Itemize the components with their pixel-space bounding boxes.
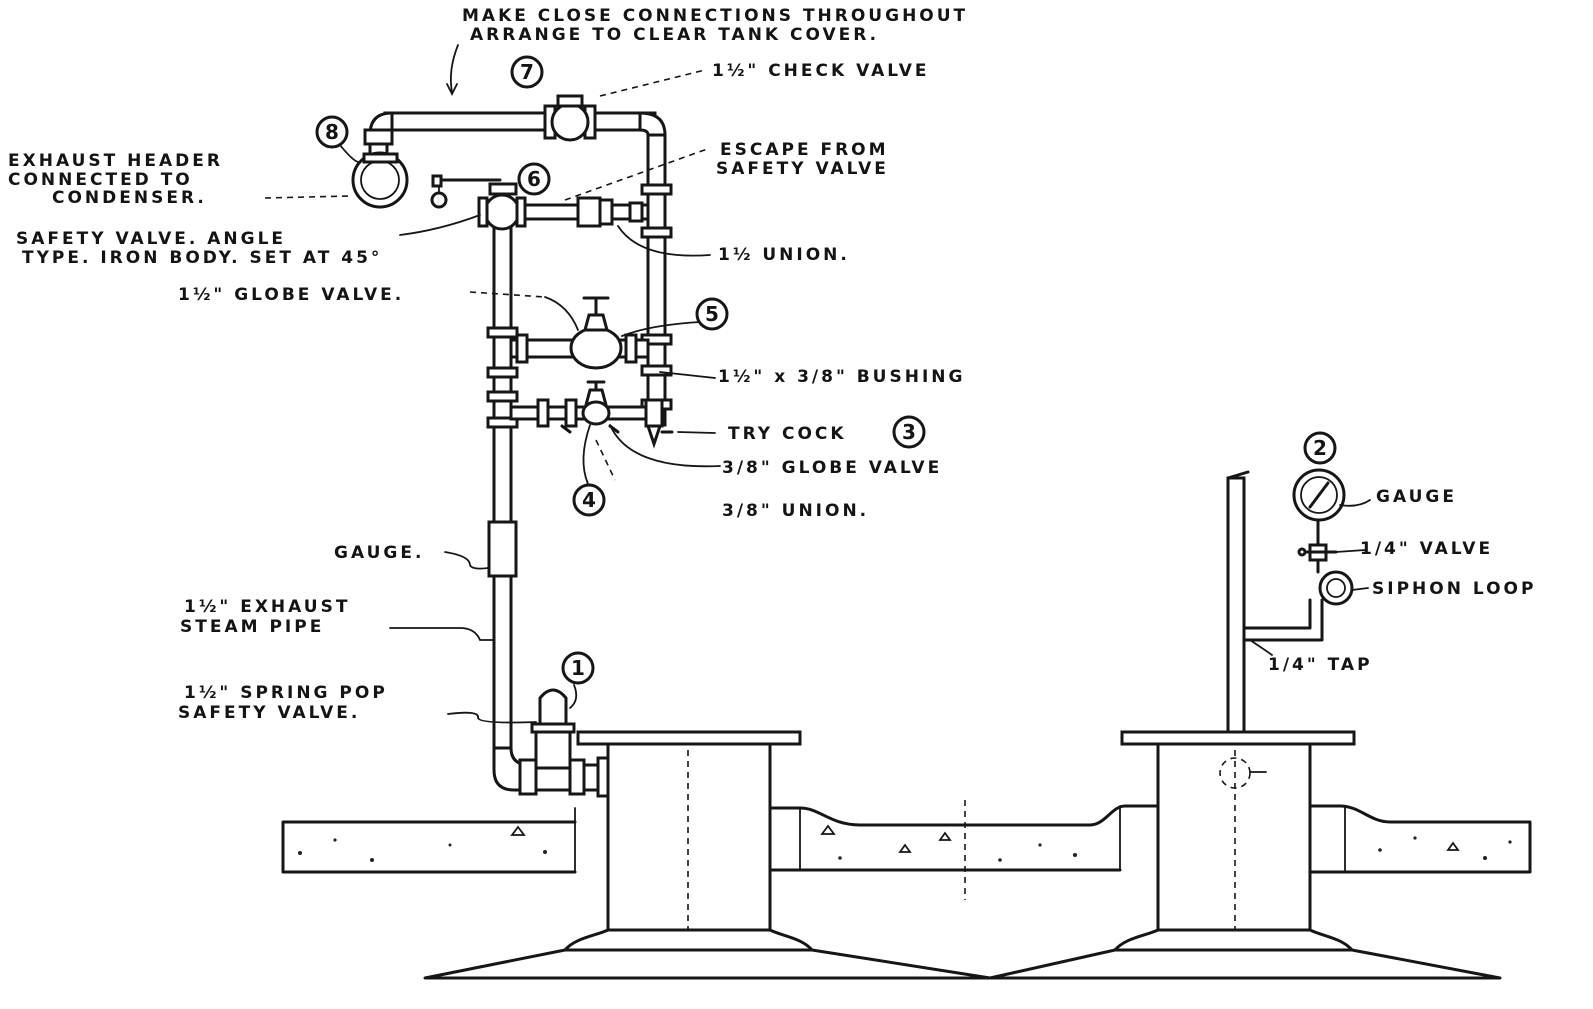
gauge-assembly [1226,468,1354,734]
label-globe-valve-3-8: 3/8" GLOBE VALVE [722,458,942,478]
callout-3: 3 [892,415,926,449]
label-escape-from-2: SAFETY VALVE [716,159,889,179]
label-safety-angle-2: TYPE. IRON BODY. SET AT 45° [22,248,382,268]
label-valve-1-4: 1/4" VALVE [1360,539,1493,559]
label-exhaust-pipe-2: STEAM PIPE [180,617,324,637]
label-exhaust-header-2: CONNECTED TO [8,170,193,190]
callout-8: 8 [315,115,349,149]
label-union-1-1-2: 1½ UNION. [718,245,850,265]
callout-7: 7 [510,55,544,89]
label-escape-from-1: ESCAPE FROM [720,140,889,160]
label-gauge-right: GAUGE [1376,487,1457,507]
left-tank [423,730,992,980]
callout-8-text: 8 [325,120,339,144]
callout-1-text: 1 [571,656,585,680]
label-check-valve: 1½" CHECK VALVE [712,61,930,81]
label-union-3-8: 3/8" UNION. [722,501,869,521]
callout-5-text: 5 [705,302,719,326]
label-spring-pop-2: SAFETY VALVE. [178,703,360,723]
callout-4: 4 [572,483,606,517]
callout-3-text: 3 [902,420,916,444]
right-tank [988,730,1502,980]
label-try-cock: TRY COCK [728,424,847,444]
label-gauge-left: GAUGE. [334,543,424,563]
callout-2: 2 [1303,431,1337,465]
note-arrange-clear-tank-cover: ARRANGE TO CLEAR TANK COVER. [470,25,879,45]
label-globe-valve-1-1-2: 1½" GLOBE VALVE. [178,285,404,305]
label-exhaust-pipe-1: 1½" EXHAUST [184,597,350,617]
callout-7-text: 7 [520,60,534,84]
label-spring-pop-1: 1½" SPRING POP [184,683,388,703]
label-siphon-loop: SIPHON LOOP [1372,579,1536,599]
callout-6-text: 6 [527,167,541,191]
label-exhaust-header-3: CONDENSER. [52,188,207,208]
leader-lines [264,44,1371,773]
callout-2-text: 2 [1313,436,1327,460]
label-safety-angle-1: SAFETY VALVE. ANGLE [16,229,286,249]
labels: MAKE CLOSE CONNECTIONS THROUGHOUT ARRANG… [8,6,1536,723]
callout-4-text: 4 [582,488,596,512]
callout-1: 1 [561,651,595,685]
piping [351,94,674,798]
callout-5: 5 [695,297,729,331]
label-tap-1-4: 1/4" TAP [1268,655,1373,675]
concrete-floor [281,800,1532,900]
note-make-close-connections: MAKE CLOSE CONNECTIONS THROUGHOUT [462,6,968,26]
callout-6: 6 [517,162,551,196]
label-bushing: 1½" x 3/8" BUSHING [718,367,965,387]
label-exhaust-header-1: EXHAUST HEADER [8,151,223,171]
